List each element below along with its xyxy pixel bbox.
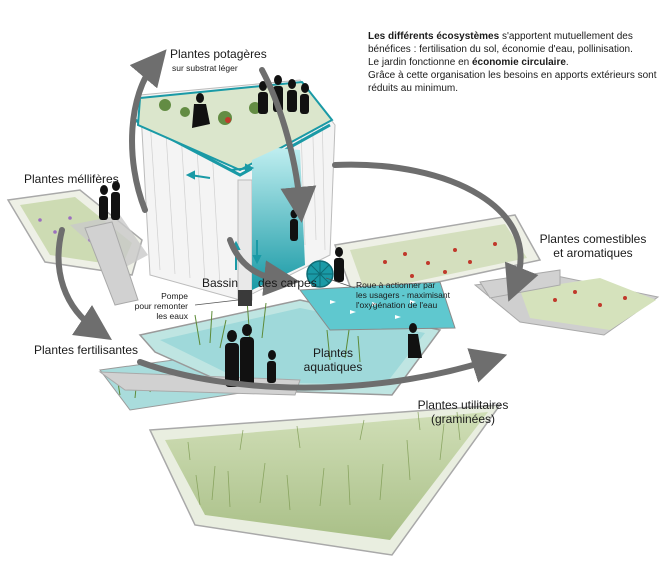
label-melliferes: Plantes méllifères: [24, 172, 119, 186]
roue-leader-line: [325, 277, 356, 289]
intro-paragraph-2: Le jardin fonctionne en économie circula…: [368, 57, 569, 68]
label-potageres-sub: sur substrat léger: [172, 63, 238, 73]
pompe-leader-line: [194, 299, 239, 306]
melliferes-bed: [6, 189, 148, 276]
people-silhouettes: [99, 75, 422, 387]
label-bassin: Bassin: [202, 276, 239, 290]
label-potageres: Plantes potagères: [170, 47, 267, 61]
label-fertilisantes: Plantes fertilisantes: [34, 343, 139, 357]
intro-paragraph-1: Les différents écosystèmes s'apportent m…: [368, 31, 633, 55]
comestibles-beds: [333, 214, 660, 336]
intro-paragraph-3: Grâce à cette organisation les besoins e…: [368, 70, 657, 94]
circulation-arrows: [55, 49, 539, 391]
water-wheel: [306, 260, 334, 288]
intro-text: Les différents écosystèmes s'apportent m…: [368, 30, 668, 95]
utilitaires-bed: [148, 404, 502, 556]
label-carpes: des carpes: [258, 276, 317, 290]
label-utilitaires: Plantes utilitaires(graminées): [417, 398, 509, 426]
